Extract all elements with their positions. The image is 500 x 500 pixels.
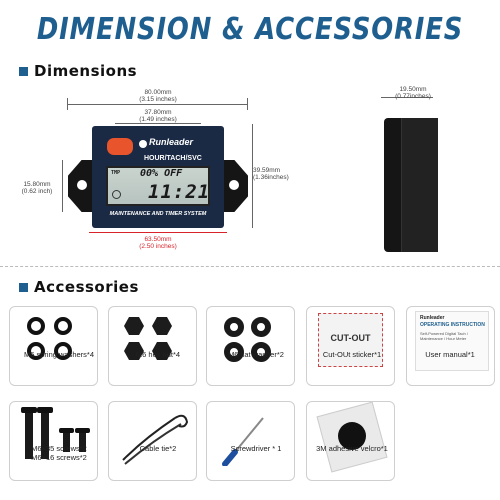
hex-nut-icon [124,317,144,335]
top-width-label: 37.80mm (1.49 inches) [139,109,177,123]
accessory-card-flat-washers [206,306,295,386]
accessory-card-manual: Runleader OPERATING INSTRUCTION Self-Pow… [406,306,495,386]
dimensions-heading: Dimensions [34,62,138,80]
flat-washer-icon [224,317,244,337]
accessory-label: Cut-OUt sticker*1 [322,350,382,359]
top-width-line [115,123,201,124]
clock-icon [112,190,121,199]
short-screw-icon [63,430,70,452]
spring-washer-icon [27,342,45,360]
accessory-label: Screwdriver * 1 [230,444,282,453]
accessory-label: User manual*1 [425,350,475,359]
device-footer: MAINTENANCE AND TIMER SYSTEM [109,211,207,217]
manual-icon: Runleader OPERATING INSTRUCTION Self-Pow… [415,311,489,371]
accessory-card-spring-washers [9,306,98,386]
flat-washer-icon [251,317,271,337]
lcd-indicator: TMP [111,170,121,176]
section-divider [0,266,500,267]
device-brand: Runleader [149,137,194,147]
device-mode-label: HOUR/TACH/SVC [144,155,202,162]
accessory-label: M6 hex nut*4 [135,350,181,359]
screwdriver-icon [222,417,264,466]
lcd-screen [106,166,210,206]
long-screw-icon [25,409,33,459]
accessory-card-hex-nuts [108,306,197,386]
accessory-card-velcro [306,401,395,481]
flat-washer-icon [251,342,271,362]
accessory-card-sticker: CUT-OUT [306,306,395,386]
hole-span-line [89,232,227,233]
accessory-label: M6 flat washer*2 [228,350,284,359]
overall-width-line [67,104,248,105]
accessory-card-screwdriver [206,401,295,481]
flat-washer-icon [224,342,244,362]
accessory-card-screws [9,401,98,481]
lcd-line-2: 11:21 [148,181,211,203]
left-height-line [62,160,63,212]
height-label: 39.59mm (1.36inches) [253,167,289,181]
short-screw-icon [79,430,86,452]
hex-nut-icon [152,342,172,360]
long-screw-icon [41,409,49,459]
sticker-icon: CUT-OUT [318,313,383,367]
depth-label: 19.50mm (0.77inches) [395,86,431,100]
spring-washer-icon [27,317,45,335]
accessory-label: M6×35 screws*2 M6×16 screws*2 [31,444,87,462]
page-title: DIMENSION & ACCESSORIES [36,12,464,47]
mount-hole-left [77,180,87,190]
velcro-dot-icon [338,422,366,450]
hex-nut-icon [152,317,172,335]
orange-button [107,138,133,155]
hex-nut-icon [124,342,144,360]
accessories-heading: Accessories [34,278,139,296]
overall-width-label: 80.00mm (3.15 inches) [139,89,177,103]
brand-logo-icon [139,140,147,148]
accessory-label: M6 spring washers*4 [23,350,95,359]
height-line [252,124,253,228]
accessory-label: Cable tie*2 [139,444,177,453]
spring-washer-icon [54,317,72,335]
lcd-line-1: 00% OFF [140,168,183,179]
accessory-card-cable-ties [108,401,197,481]
cable-tie-icon [122,414,189,465]
section-bullet-icon [19,283,28,292]
spring-washer-icon [54,342,72,360]
left-height-label: 15.80mm (0.62 inch) [21,181,53,195]
depth-line [381,97,433,98]
section-bullet-icon [19,67,28,76]
mount-hole-right [229,180,239,190]
hole-span-label: 63.50mm (2.50 inches) [139,236,177,250]
accessory-label: 3M adhesive velcro*1 [316,444,388,453]
